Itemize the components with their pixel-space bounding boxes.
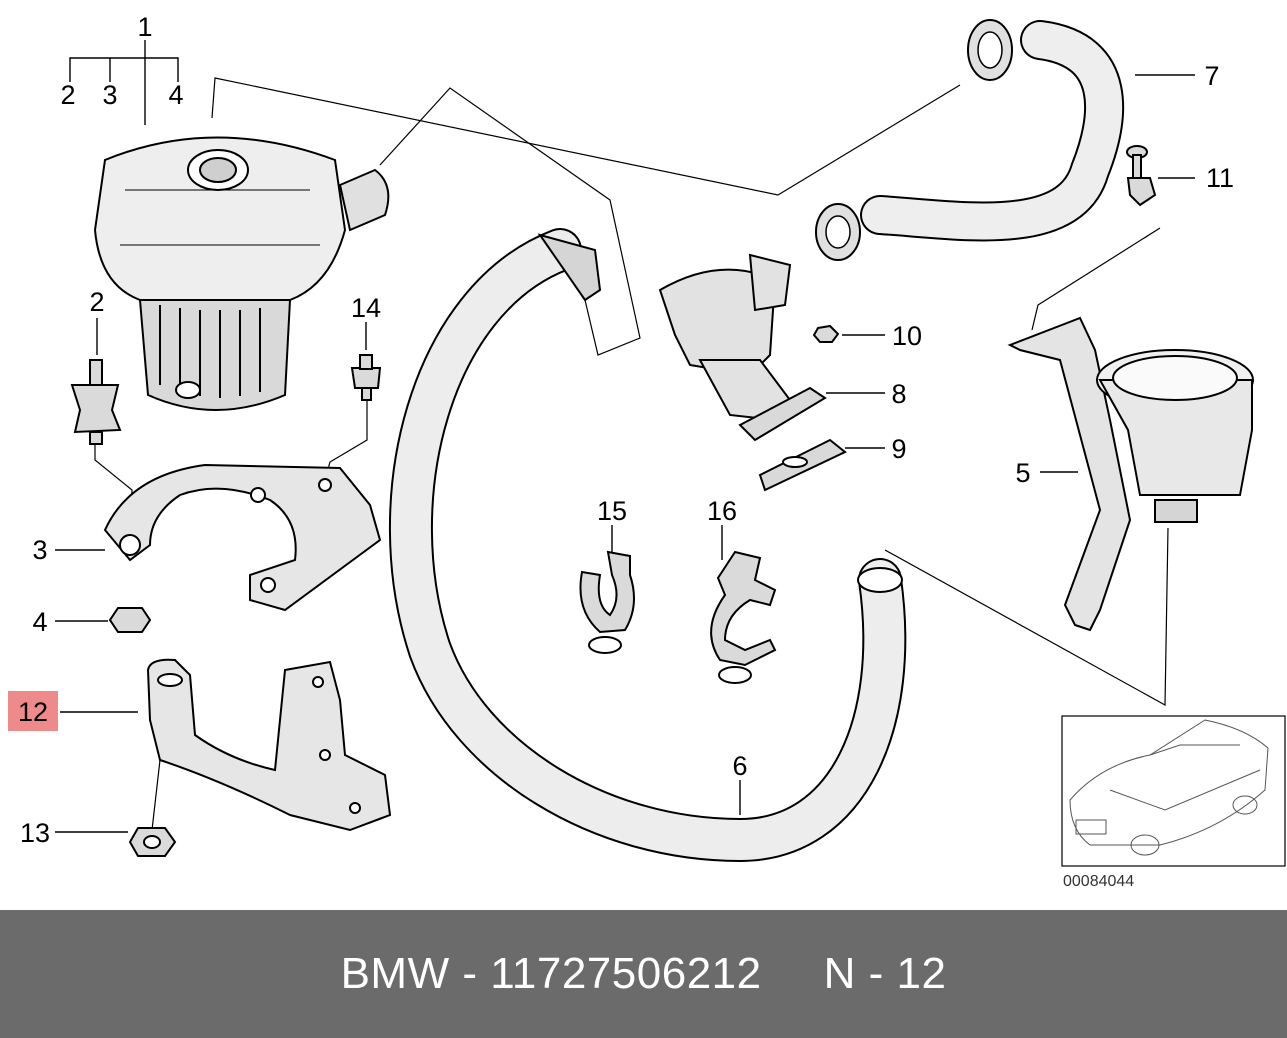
label-part-10[interactable]: 10: [892, 321, 922, 351]
vehicle-thumbnail: 00084044: [1061, 715, 1286, 890]
bolt-part-14: [350, 354, 382, 401]
label-part-2[interactable]: 2: [89, 287, 104, 317]
label-part-9[interactable]: 9: [891, 434, 906, 464]
label-part-8[interactable]: 8: [891, 379, 906, 409]
label-part-12[interactable]: 12: [18, 697, 48, 727]
hose-part-6: [388, 228, 907, 863]
gasket-part-8: [738, 386, 827, 442]
bracket-part-3: [103, 463, 382, 612]
air-pump-part-1: [93, 136, 390, 411]
nut-part-4: [108, 607, 152, 633]
label-part-3[interactable]: 3: [32, 535, 47, 565]
clip-part-11: [1126, 145, 1157, 207]
gasket-part-9: [758, 438, 847, 492]
part-12-highlight: [8, 691, 58, 731]
label-part-1[interactable]: 1: [137, 12, 152, 42]
check-valve: [658, 253, 792, 422]
label-part-11[interactable]: 11: [1206, 163, 1234, 193]
parts-diagram: 00084044 1 2 3 4 2 14 3 4 12 13 15: [8, 12, 1286, 890]
label-part-3-top[interactable]: 3: [102, 80, 117, 110]
label-leaders: [55, 40, 1195, 833]
nut-part-13: [128, 827, 177, 857]
air-filter-part-5: [1007, 316, 1254, 632]
rubber-mount-part-2: [70, 359, 122, 445]
part-info-footer: BMW - 11727506212 N - 12: [0, 910, 1287, 1038]
part-labels: 1 2 3 4 2 14 3 4 12 13 15 16 6 7 11 10 8…: [18, 12, 1234, 848]
clip-part-16: [710, 550, 777, 684]
label-part-15[interactable]: 15: [597, 496, 627, 526]
label-part-4[interactable]: 4: [32, 607, 47, 637]
bracket-part-12: [146, 658, 392, 832]
label-part-6[interactable]: 6: [732, 751, 747, 781]
label-part-13[interactable]: 13: [20, 818, 50, 848]
nut-part-10: [812, 324, 840, 343]
reference-code: 00084044: [1063, 873, 1134, 890]
position-text: N - 12: [823, 949, 947, 998]
part-number-text: BMW - 11727506212: [340, 949, 762, 998]
hose-part-7: [815, 19, 1125, 261]
connector-lines: [94, 77, 1169, 831]
label-part-2-top[interactable]: 2: [60, 80, 75, 110]
clip-part-15: [579, 550, 635, 654]
label-part-14[interactable]: 14: [351, 293, 381, 323]
label-part-5[interactable]: 5: [1015, 458, 1030, 488]
label-part-16[interactable]: 16: [707, 496, 737, 526]
label-part-7[interactable]: 7: [1204, 61, 1219, 91]
label-part-4-top[interactable]: 4: [168, 80, 183, 110]
